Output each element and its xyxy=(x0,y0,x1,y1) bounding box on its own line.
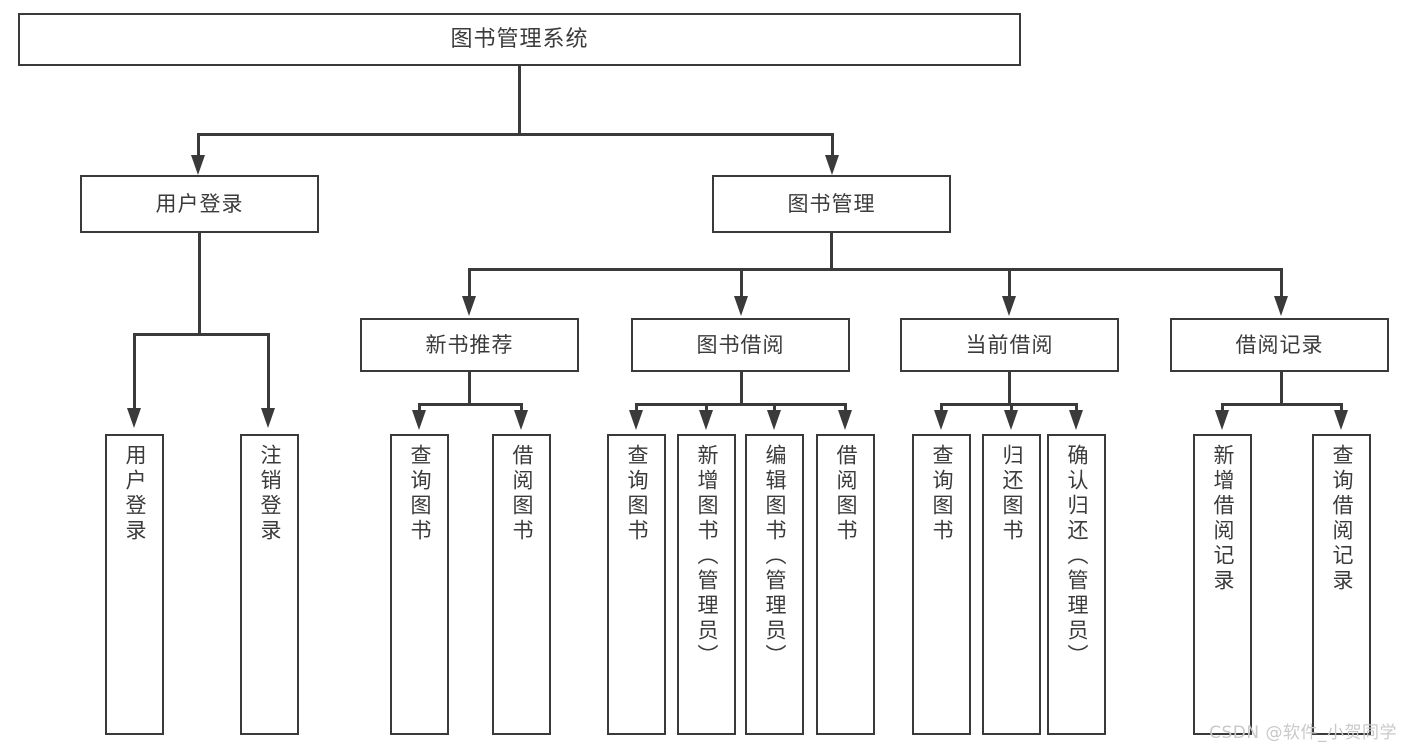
leaf-label: 借阅图书 xyxy=(510,444,534,544)
connector-current-borrow-leaf-2 xyxy=(1010,403,1013,413)
connector-current-borrow-leaf-3 xyxy=(1075,403,1078,413)
connector-to-book-borrow xyxy=(740,268,743,300)
connector-to-borrow-record xyxy=(1280,268,1283,300)
leaf-add-book-admin[interactable]: 新增图书（管理员） xyxy=(677,434,736,735)
connector-current-borrow-stem xyxy=(1008,372,1011,405)
watermark: CSDN @软件_小贺同学 xyxy=(1209,723,1397,743)
node-new-book-recommend[interactable]: 新书推荐 xyxy=(360,318,579,372)
connector-current-borrow-bar xyxy=(940,403,1078,406)
leaf-label: 查询图书 xyxy=(930,444,954,544)
leaf-query-book-current[interactable]: 查询图书 xyxy=(912,434,971,735)
arrowhead-book-borrow-leaf-4 xyxy=(838,410,852,430)
node-label: 图书管理系统 xyxy=(450,26,589,52)
connector-borrow-record-bar xyxy=(1221,403,1343,406)
connector-borrow-record-leaf-1 xyxy=(1221,403,1224,413)
arrowhead-book-manage xyxy=(825,155,839,175)
leaf-label: 确认归还（管理员） xyxy=(1065,444,1089,669)
connector-new-book-bar xyxy=(418,403,523,406)
connector-user-login-leaf-1 xyxy=(133,333,136,411)
arrowhead-current-borrow-leaf-2 xyxy=(1004,410,1018,430)
leaf-add-borrow-record[interactable]: 新增借阅记录 xyxy=(1193,434,1252,735)
connector-book-borrow-leaf-1 xyxy=(635,403,638,413)
connector-user-login-stem xyxy=(198,233,201,335)
arrowhead-book-borrow xyxy=(734,296,748,316)
leaf-query-book-recommend[interactable]: 查询图书 xyxy=(390,434,449,735)
leaf-return-book[interactable]: 归还图书 xyxy=(982,434,1041,735)
arrowhead-leaf-logout xyxy=(261,408,275,428)
leaf-edit-book-admin[interactable]: 编辑图书（管理员） xyxy=(745,434,804,735)
node-label: 图书借阅 xyxy=(696,332,785,357)
node-label: 当前借阅 xyxy=(965,332,1054,357)
leaf-borrow-book[interactable]: 借阅图书 xyxy=(816,434,875,735)
leaf-label: 查询借阅记录 xyxy=(1330,444,1354,594)
arrowhead-current-borrow xyxy=(1002,296,1016,316)
connector-book-manage-stem xyxy=(830,233,833,270)
connector-book-borrow-leaf-3 xyxy=(773,403,776,413)
node-current-borrow[interactable]: 当前借阅 xyxy=(900,318,1119,372)
leaf-confirm-return-admin[interactable]: 确认归还（管理员） xyxy=(1047,434,1106,735)
leaf-logout[interactable]: 注销登录 xyxy=(240,434,299,735)
connector-root-bar xyxy=(197,133,834,136)
connector-borrow-record-leaf-2 xyxy=(1340,403,1343,413)
connector-current-borrow-leaf-1 xyxy=(940,403,943,413)
arrowhead-book-borrow-leaf-2 xyxy=(699,410,713,430)
leaf-label: 编辑图书（管理员） xyxy=(763,444,787,669)
connector-root-to-user-login xyxy=(197,133,200,158)
node-label: 图书管理 xyxy=(787,191,876,216)
connector-book-manage-bar xyxy=(468,268,1283,271)
connector-new-book-stem xyxy=(468,372,471,405)
leaf-user-login[interactable]: 用户登录 xyxy=(105,434,164,735)
arrowhead-leaf-user-login xyxy=(127,408,141,428)
leaf-label: 查询图书 xyxy=(625,444,649,544)
node-user-login[interactable]: 用户登录 xyxy=(80,175,319,233)
arrowhead-new-book-leaf-1 xyxy=(412,410,426,430)
leaf-label: 注销登录 xyxy=(258,444,282,544)
connector-to-new-book xyxy=(468,268,471,300)
arrowhead-new-book-leaf-2 xyxy=(514,410,528,430)
connector-user-login-bar xyxy=(133,333,270,336)
leaf-borrow-book-recommend[interactable]: 借阅图书 xyxy=(492,434,551,735)
arrowhead-borrow-record-leaf-1 xyxy=(1215,410,1229,430)
leaf-label: 新增借阅记录 xyxy=(1211,444,1235,594)
connector-book-borrow-leaf-2 xyxy=(705,403,708,413)
connector-to-current-borrow xyxy=(1008,268,1011,300)
node-label: 借阅记录 xyxy=(1235,332,1324,357)
connector-root-stem xyxy=(518,66,521,135)
leaf-label: 借阅图书 xyxy=(834,444,858,544)
arrowhead-book-borrow-leaf-3 xyxy=(767,410,781,430)
node-book-management[interactable]: 图书管理 xyxy=(712,175,951,233)
arrowhead-current-borrow-leaf-1 xyxy=(934,410,948,430)
arrowhead-book-borrow-leaf-1 xyxy=(629,410,643,430)
leaf-label: 归还图书 xyxy=(1000,444,1024,544)
arrowhead-borrow-record xyxy=(1274,296,1288,316)
connector-borrow-record-stem xyxy=(1280,372,1283,405)
arrowhead-current-borrow-leaf-3 xyxy=(1069,410,1083,430)
arrowhead-borrow-record-leaf-2 xyxy=(1334,410,1348,430)
node-root-system[interactable]: 图书管理系统 xyxy=(18,13,1021,66)
node-label: 新书推荐 xyxy=(425,332,514,357)
leaf-query-book-borrow[interactable]: 查询图书 xyxy=(607,434,666,735)
connector-book-borrow-stem xyxy=(740,372,743,405)
leaf-label: 新增图书（管理员） xyxy=(695,444,719,669)
connector-book-borrow-bar xyxy=(635,403,847,406)
leaf-label: 查询图书 xyxy=(408,444,432,544)
node-label: 用户登录 xyxy=(155,191,244,216)
arrowhead-user-login xyxy=(191,155,205,175)
leaf-query-borrow-record[interactable]: 查询借阅记录 xyxy=(1312,434,1371,735)
connector-new-book-leaf-2 xyxy=(520,403,523,413)
node-borrow-record[interactable]: 借阅记录 xyxy=(1170,318,1389,372)
leaf-label: 用户登录 xyxy=(123,444,147,544)
connector-book-borrow-leaf-4 xyxy=(844,403,847,413)
connector-root-to-book-manage xyxy=(831,133,834,158)
connector-user-login-leaf-2 xyxy=(267,333,270,411)
arrowhead-new-book xyxy=(462,296,476,316)
connector-new-book-leaf-1 xyxy=(418,403,421,413)
node-book-borrow[interactable]: 图书借阅 xyxy=(631,318,850,372)
